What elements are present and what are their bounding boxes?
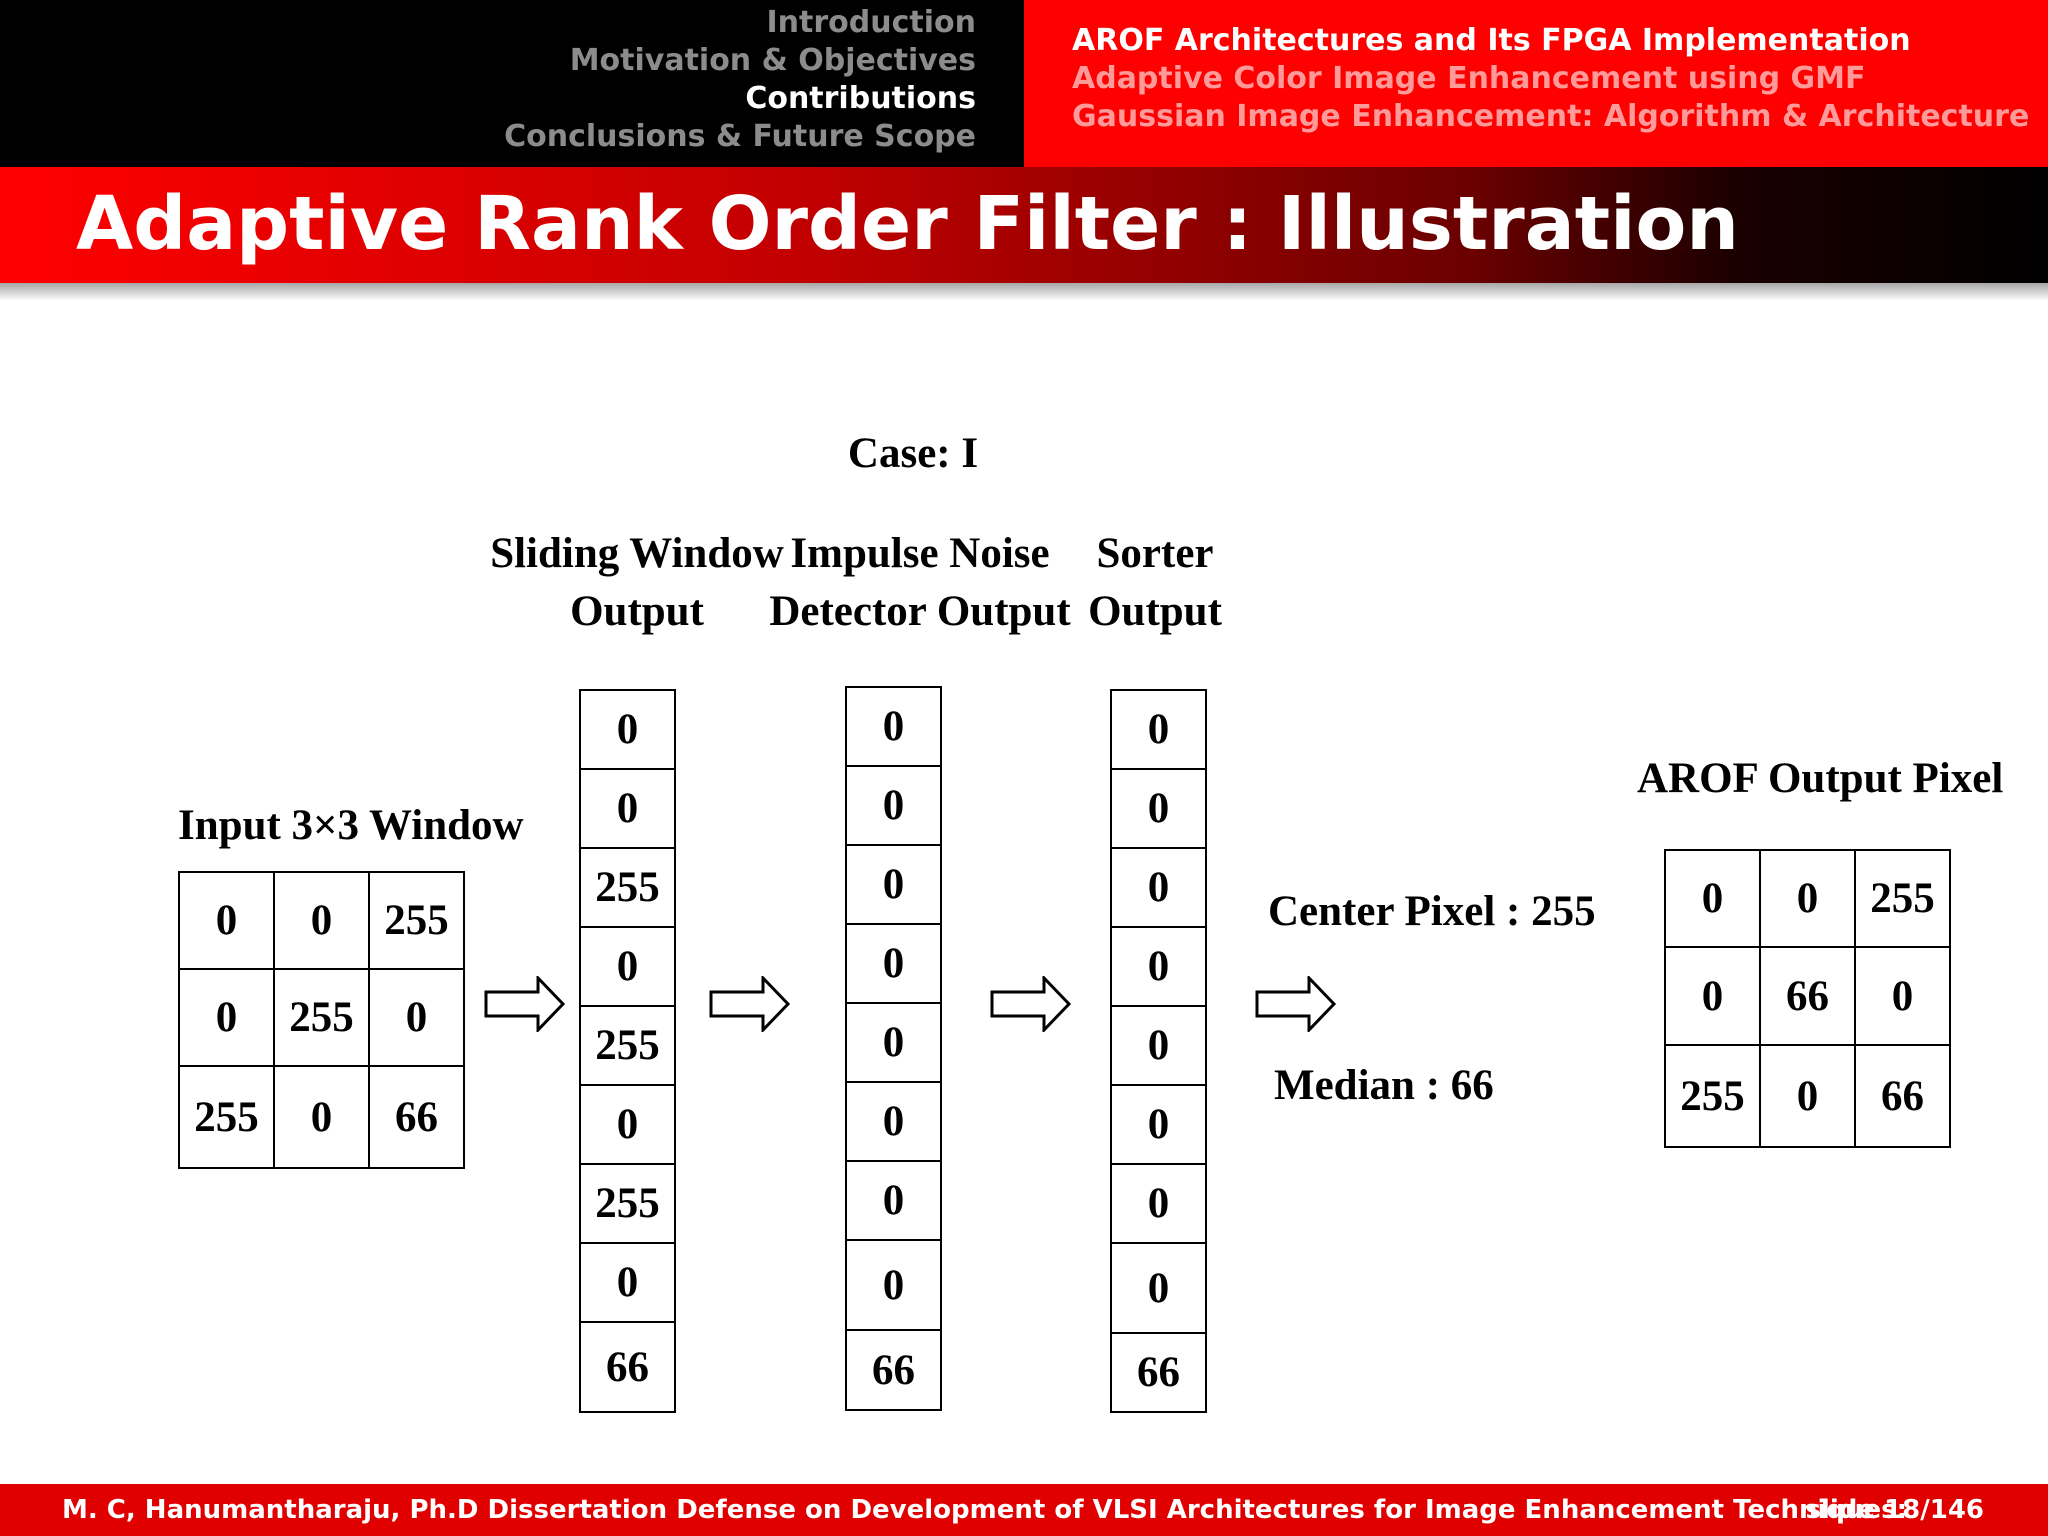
input-cell: 255 [273,968,370,1067]
input-cell: 0 [178,968,275,1067]
median-label: Median : 66 [1274,1062,1494,1109]
sorter-cell: 0 [1110,1242,1207,1334]
output-cell: 66 [1759,946,1856,1046]
sorter-cell: 66 [1110,1332,1207,1413]
input-cell: 0 [273,871,370,970]
impulse-noise-cell: 0 [845,1160,942,1241]
sorter-cell: 0 [1110,689,1207,770]
nav-subsection-gmf[interactable]: Adaptive Color Image Enhancement using G… [1072,61,1866,96]
output-pixel-label: AROF Output Pixel [1637,755,2004,802]
slide-title: Adaptive Rank Order Filter : Illustratio… [76,181,1739,267]
slide-number: slide 18/146 [1805,1495,1984,1525]
sliding-window-cell: 0 [579,1084,676,1165]
arrow-right-icon [709,976,791,1032]
sorter-cell: 0 [1110,1084,1207,1165]
title-bar-shadow [0,283,2048,301]
sliding-window-cell: 255 [579,1005,676,1086]
sliding-window-cell: 0 [579,926,676,1007]
subsection-list: AROF Architectures and Its FPGA Implemen… [1072,22,2029,136]
sorter-cell: 0 [1110,1163,1207,1244]
sorter-cell: 0 [1110,768,1207,849]
sliding-window-cell: 0 [579,1242,676,1323]
sliding-window-cell: 0 [579,689,676,770]
output-cell: 0 [1854,946,1951,1046]
footer: M. C, Hanumantharaju, Ph.D Dissertation … [0,1484,2048,1536]
input-cell: 255 [178,1065,275,1169]
sorter-cell: 0 [1110,847,1207,928]
impulse-noise-cell: 0 [845,1239,942,1331]
output-cell: 255 [1664,1044,1761,1148]
section-list: Introduction Motivation & Objectives Con… [504,4,976,156]
header: Introduction Motivation & Objectives Con… [0,0,2048,167]
input-cell: 0 [273,1065,370,1169]
sliding-window-cell: 255 [579,847,676,928]
output-cell: 0 [1664,946,1761,1046]
arrow-right-icon [990,976,1072,1032]
impulse-noise-label-line2: Detector Output [769,588,1071,635]
input-window-label: Input 3×3 Window [178,802,524,849]
sliding-window-cell: 66 [579,1321,676,1413]
nav-section-introduction[interactable]: Introduction [766,5,976,40]
input-cell: 255 [368,871,465,970]
sorter-label-line1: Sorter [1096,530,1214,577]
arrow-right-icon [1255,976,1337,1032]
nav-section-motivation[interactable]: Motivation & Objectives [569,43,976,78]
nav-subsection-gaussian[interactable]: Gaussian Image Enhancement: Algorithm & … [1072,99,2030,134]
title-bar: Adaptive Rank Order Filter : Illustratio… [0,167,2048,283]
impulse-noise-cell: 0 [845,923,942,1004]
input-cell: 0 [178,871,275,970]
output-cell: 66 [1854,1044,1951,1148]
sorter-cell: 0 [1110,926,1207,1007]
output-cell: 255 [1854,849,1951,948]
output-cell: 0 [1759,1044,1856,1148]
nav-section-contributions[interactable]: Contributions [745,81,976,116]
impulse-noise-cell: 0 [845,844,942,925]
impulse-noise-cell: 0 [845,765,942,846]
output-cell: 0 [1664,849,1761,948]
impulse-noise-cell: 0 [845,1002,942,1083]
sliding-window-label-line2: Output [570,588,704,635]
impulse-noise-cell: 66 [845,1329,942,1411]
output-cell: 0 [1759,849,1856,948]
nav-section-conclusions[interactable]: Conclusions & Future Scope [504,119,976,154]
subsection-navigation: AROF Architectures and Its FPGA Implemen… [1024,0,2048,167]
impulse-noise-label-line1: Impulse Noise [790,530,1050,577]
case-label: Case: I [847,430,979,477]
input-cell: 0 [368,968,465,1067]
footer-text: M. C, Hanumantharaju, Ph.D Dissertation … [62,1495,1908,1525]
impulse-noise-cell: 0 [845,686,942,767]
section-navigation: Introduction Motivation & Objectives Con… [0,0,1024,167]
impulse-noise-cell: 0 [845,1081,942,1162]
sorter-label-line2: Output [1088,588,1222,635]
center-pixel-label: Center Pixel : 255 [1268,888,1596,935]
sliding-window-cell: 255 [579,1163,676,1244]
arrow-right-icon [484,976,566,1032]
sorter-cell: 0 [1110,1005,1207,1086]
sliding-window-label-line1: Sliding Window [490,530,784,577]
nav-subsection-arof[interactable]: AROF Architectures and Its FPGA Implemen… [1072,23,1911,58]
input-cell: 66 [368,1065,465,1169]
sliding-window-cell: 0 [579,768,676,849]
